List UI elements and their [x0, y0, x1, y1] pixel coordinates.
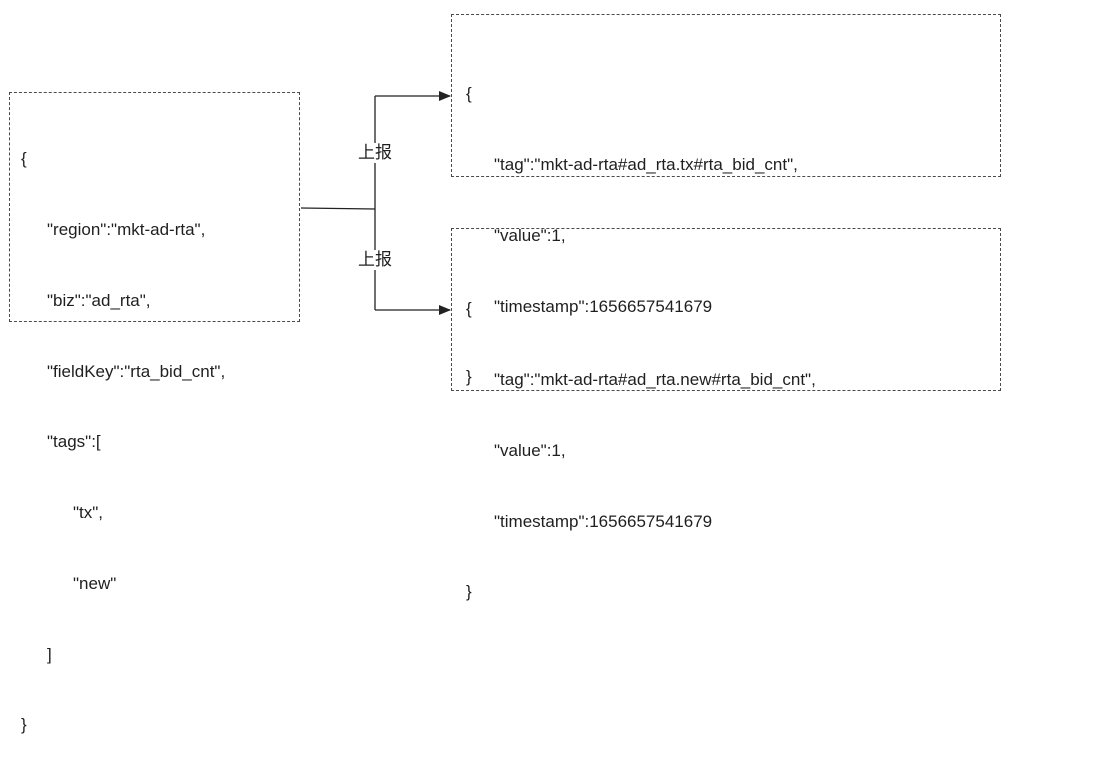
target-json-code-top: { "tag":"mkt-ad-rta#ad_rta.tx#rta_bid_cn…: [466, 35, 798, 413]
code-line: "new": [73, 573, 117, 593]
code-line: "tx",: [73, 503, 104, 523]
code-line: }: [21, 715, 27, 735]
code-line: "value":1,: [494, 440, 566, 460]
target-json-box-top: [451, 14, 1001, 177]
code-line: {: [466, 84, 472, 104]
code-line: "timestamp":1656657541679: [494, 296, 713, 316]
code-line: "region":"mkt-ad-rta",: [47, 219, 206, 239]
code-line: "value":1,: [494, 225, 566, 245]
code-line: {: [466, 299, 472, 319]
target-json-box-bottom: [451, 228, 1001, 391]
code-line: ]: [47, 644, 52, 664]
code-line: }: [466, 367, 472, 387]
source-json-box: [9, 92, 300, 322]
connector-lines: [300, 91, 451, 315]
code-line: {: [21, 149, 27, 169]
edge-label-top: 上报: [356, 143, 394, 163]
edge-label-bottom: 上报: [356, 250, 394, 270]
code-line: "timestamp":1656657541679: [494, 511, 713, 531]
connector-trunk: [300, 207, 376, 210]
code-line: "fieldKey":"rta_bid_cnt",: [47, 361, 226, 381]
code-line: "tags":[: [47, 432, 101, 452]
code-line: "tag":"mkt-ad-rta#ad_rta.new#rta_bid_cnt…: [494, 369, 816, 389]
code-line: "biz":"ad_rta",: [47, 290, 151, 310]
code-line: "tag":"mkt-ad-rta#ad_rta.tx#rta_bid_cnt"…: [494, 154, 798, 174]
code-line: }: [466, 582, 472, 602]
